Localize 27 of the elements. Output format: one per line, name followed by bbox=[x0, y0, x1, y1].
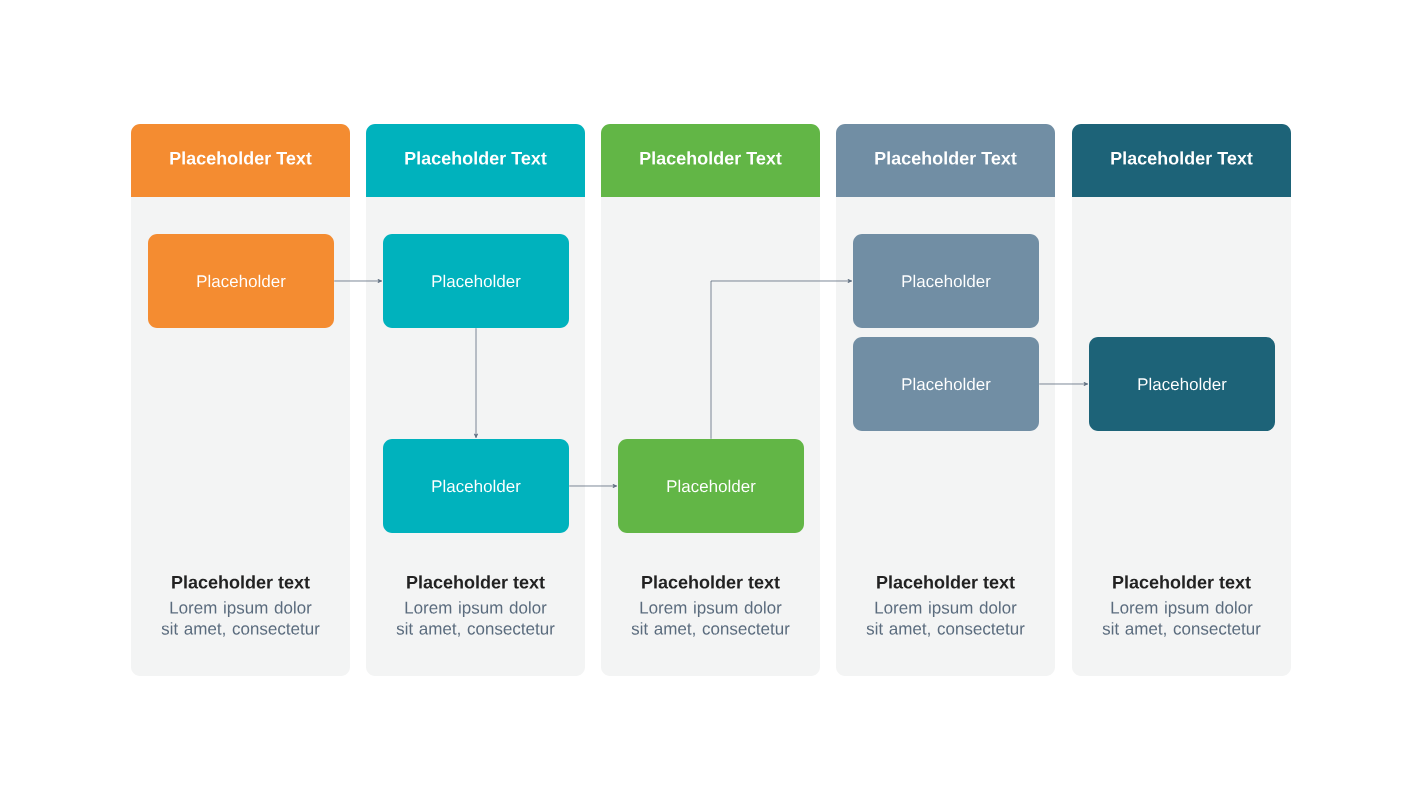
process-box: Placeholder bbox=[383, 234, 569, 328]
process-box: Placeholder bbox=[853, 337, 1039, 431]
process-box: Placeholder bbox=[1089, 337, 1275, 431]
card-title: Placeholder text bbox=[172, 575, 310, 589]
card-title: Placeholder text bbox=[642, 575, 780, 589]
column-header: Placeholder Text bbox=[1072, 124, 1291, 197]
arrow bbox=[1038, 382, 1089, 386]
card-description: Lorem ipsum dolor sit amet, consectetur bbox=[866, 601, 1025, 637]
column-header: Placeholder Text bbox=[366, 124, 585, 197]
column-header: Placeholder Text bbox=[836, 124, 1055, 197]
arrow bbox=[710, 279, 853, 440]
card-title: Placeholder text bbox=[1113, 575, 1251, 589]
arrow bbox=[568, 484, 618, 488]
column-header: Placeholder Text bbox=[601, 124, 820, 197]
column-header: Placeholder Text bbox=[131, 124, 350, 197]
process-box: Placeholder bbox=[383, 439, 569, 533]
card-description: Lorem ipsum dolor sit amet, consectetur bbox=[631, 601, 790, 637]
card-title: Placeholder text bbox=[877, 575, 1015, 589]
arrow bbox=[333, 279, 383, 283]
process-box: Placeholder bbox=[618, 439, 804, 533]
card-description: Lorem ipsum dolor sit amet, consectetur bbox=[396, 601, 555, 637]
card-description: Lorem ipsum dolor sit amet, consectetur bbox=[1102, 601, 1261, 637]
card-title: Placeholder text bbox=[407, 575, 545, 589]
process-box: Placeholder bbox=[148, 234, 334, 328]
card-description: Lorem ipsum dolor sit amet, consectetur bbox=[161, 601, 320, 637]
arrow bbox=[474, 327, 478, 439]
process-box: Placeholder bbox=[853, 234, 1039, 328]
